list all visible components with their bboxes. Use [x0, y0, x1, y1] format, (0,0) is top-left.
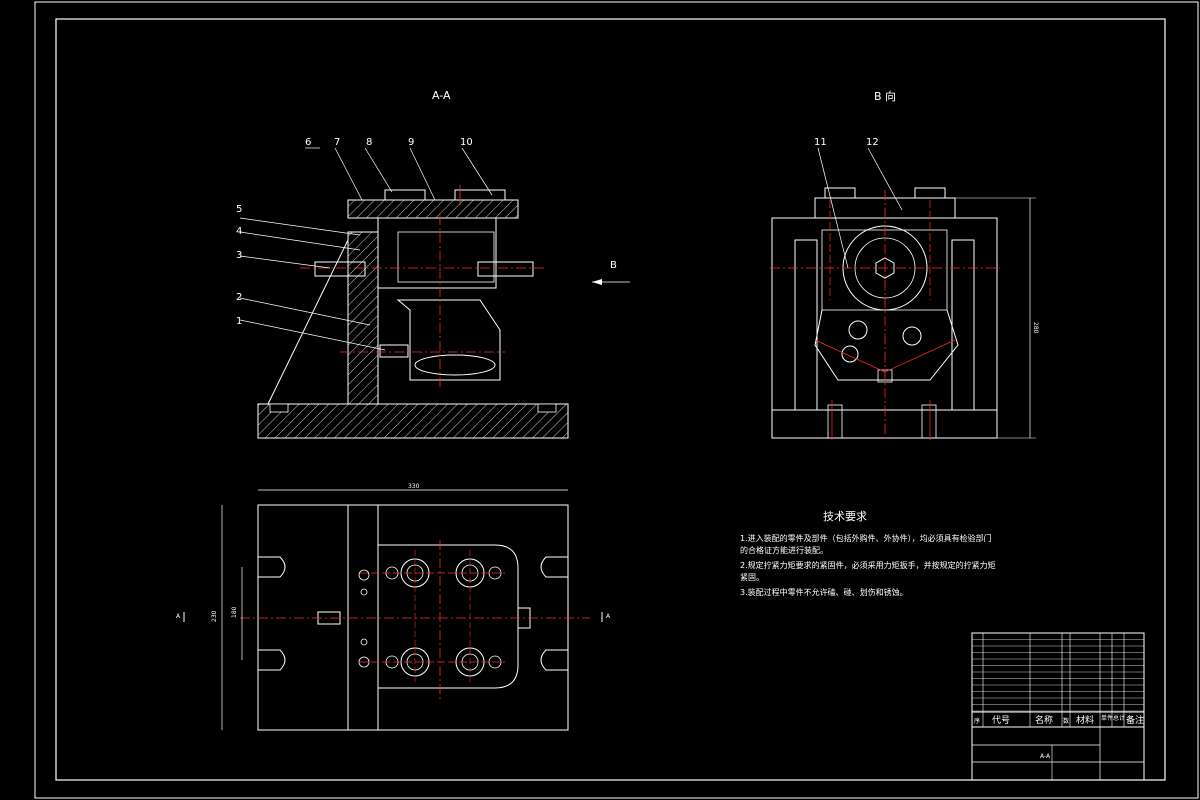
- tb-h-material: 材料: [1076, 714, 1094, 726]
- workpiece-body: [377, 217, 497, 289]
- b-centerline-diag-2: [884, 339, 956, 373]
- leader-8: [364, 147, 393, 193]
- workpiece-bore: [414, 354, 496, 376]
- tv-dim-330: 330: [408, 483, 420, 490]
- top-bolt-1: [384, 189, 426, 201]
- view-b-arrow-label: B: [610, 260, 617, 271]
- tb-h-code: 代号: [992, 715, 1010, 726]
- leader-5: [239, 217, 361, 236]
- b-foot-left: [827, 404, 843, 439]
- tb-h-remark: 备注: [1126, 714, 1144, 726]
- view-title-aa: A-A: [432, 89, 451, 102]
- leader-12: [867, 147, 903, 211]
- tb-h-total: 总计: [1113, 714, 1125, 722]
- leader-1: [239, 319, 386, 351]
- tech-req-line-2: 的合格证方能进行装配。: [740, 545, 828, 555]
- vertical-column: [347, 231, 379, 405]
- leader-11: [817, 147, 849, 269]
- tv-small-hole-3: [360, 638, 368, 646]
- b-hole-2: [902, 326, 922, 346]
- tb-h-no: 序: [974, 717, 980, 725]
- leader-3: [239, 255, 331, 269]
- tv-small-hole-1: [358, 569, 370, 581]
- balloon-1: 1: [236, 316, 242, 327]
- tv-slot-br: [540, 649, 568, 671]
- leader-4: [239, 231, 361, 251]
- locating-pin: [379, 344, 409, 358]
- b-hole-1: [848, 320, 868, 340]
- balloon-9: 9: [408, 137, 414, 148]
- tv-cap-plate: [378, 544, 519, 689]
- outer-border: [34, 1, 1199, 799]
- top-view: 330 230 180 A A: [176, 483, 611, 731]
- tv-slot-bl: [258, 649, 286, 671]
- section-marker-left: A: [176, 613, 181, 620]
- inner-border: [55, 18, 1166, 781]
- support-rib: [267, 239, 349, 405]
- leader-2: [239, 297, 371, 326]
- balloon-2: 2: [236, 292, 242, 303]
- tb-h-qty: 数: [1063, 717, 1069, 725]
- balloon-8: 8: [366, 137, 372, 148]
- leader-7: [334, 147, 363, 201]
- balloon-12: 12: [866, 137, 879, 148]
- b-frame-outer: [771, 217, 998, 439]
- balloon-10: 10: [460, 137, 473, 148]
- tb-view-label: A-A: [1040, 753, 1051, 760]
- tv-slot-tr: [540, 556, 568, 578]
- base-plate: [257, 403, 569, 439]
- title-block: 序 代号 名称 数 材料 单件 总计 备注 A-A: [971, 632, 1145, 781]
- balloon-6: 6: [305, 137, 311, 148]
- tech-req-line-3: 2.规定拧紧力矩要求的紧固件，必须采用力矩扳手，并按规定的拧紧力矩: [740, 560, 996, 570]
- b-workpiece-body: [814, 309, 959, 381]
- tb-h-single: 单件: [1101, 714, 1113, 722]
- tv-dim-180: 180: [231, 606, 238, 618]
- clamp-bolt-left: [314, 261, 366, 277]
- balloon-7: 7: [334, 137, 340, 148]
- b-top-bolt-2: [914, 187, 946, 199]
- leader-10: [461, 147, 493, 196]
- balloon-3: 3: [236, 250, 242, 261]
- b-hole-3: [841, 345, 859, 363]
- view-b-arrowhead: [592, 279, 602, 285]
- top-cap-plate: [347, 199, 519, 219]
- clamp-bolt-right: [477, 261, 534, 277]
- b-foot-right: [921, 404, 937, 439]
- top-bolt-2: [454, 189, 506, 201]
- tb-rows: [972, 639, 1144, 712]
- b-top-bolt-1: [824, 187, 856, 199]
- balloon-11: 11: [814, 137, 827, 148]
- b-centerline-diag-1: [814, 339, 886, 373]
- tech-req-line-1: 1.进入装配的零件及部件（包括外购件、外协件），均必须具有检验部门: [740, 533, 992, 543]
- tv-base-outline: [257, 504, 569, 731]
- tech-req-line-5: 3.装配过程中零件不允许磕、碰、划伤和锈蚀。: [740, 587, 908, 597]
- leader-9: [409, 147, 436, 201]
- b-hex-nut: [875, 257, 895, 279]
- tb-outline: [971, 632, 1145, 781]
- tech-req-line-4: 紧固。: [740, 573, 764, 582]
- base-slot-right: [537, 403, 557, 413]
- balloon-4: 4: [236, 226, 242, 237]
- base-slot-left: [269, 403, 289, 413]
- workpiece-inner: [397, 231, 495, 283]
- tech-requirements: 技术要求 1.进入装配的零件及部件（包括外购件、外协件），均必须具有检验部门 的…: [740, 510, 996, 597]
- b-right-column: [951, 239, 975, 411]
- section-marker-right: A: [606, 613, 611, 620]
- tech-req-title: 技术要求: [823, 510, 867, 523]
- tv-dim-230: 230: [211, 610, 218, 622]
- workpiece-lower: [396, 299, 501, 381]
- tv-small-hole-2: [360, 588, 368, 596]
- balloon-5: 5: [236, 204, 242, 215]
- b-dim-280: 280: [1032, 322, 1039, 334]
- tv-small-hole-4: [358, 656, 370, 668]
- view-b: 280 11 12: [770, 137, 1039, 440]
- section-aa-view: 1 2 3 4 5 6 7 8 9 10 B: [236, 137, 630, 439]
- view-title-b: B 向: [874, 89, 896, 103]
- tb-h-name: 名称: [1035, 714, 1053, 726]
- tv-slot-tl: [258, 556, 286, 578]
- b-left-column: [794, 239, 818, 411]
